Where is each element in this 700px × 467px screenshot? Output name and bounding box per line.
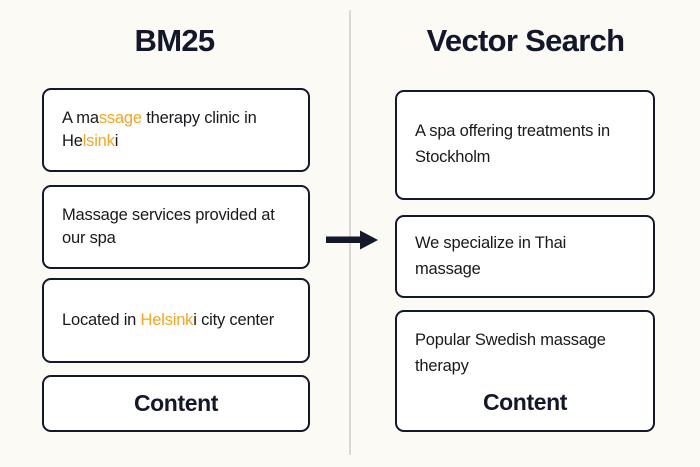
column-divider: [349, 10, 351, 455]
plain-term: Massage services provided at our spa: [62, 206, 275, 247]
vector-result-text-2: We specialize in Thai massage: [397, 231, 653, 282]
bm25-content-card[interactable]: Content: [42, 375, 310, 432]
vector-result-text-1: A spa offering treatments in Stockholm: [397, 119, 653, 170]
right-arrow-icon: [326, 229, 378, 251]
vector-result-card-1[interactable]: A spa offering treatments in Stockholm: [395, 90, 655, 200]
bm25-content-label: Content: [133, 390, 219, 416]
bm25-result-card-1[interactable]: A massage therapy clinic in Helsinki: [42, 88, 310, 172]
bm25-result-text-2: Massage services provided at our spa: [44, 204, 308, 250]
plain-term: A ma: [62, 109, 99, 128]
plain-term: i city center: [193, 311, 275, 330]
plain-term: i: [114, 132, 119, 150]
plain-term: Located in: [62, 311, 141, 330]
highlighted-term: lsink: [82, 132, 115, 150]
highlighted-term: ssage: [98, 109, 142, 128]
bm25-result-card-3[interactable]: Located in Helsinki city center: [42, 278, 310, 363]
vector-content-label: Content: [482, 389, 568, 416]
bm25-result-text-3: Located in Helsinki city center: [44, 309, 308, 332]
vector-result-card-2[interactable]: We specialize in Thai massage: [395, 215, 655, 298]
highlighted-term: Helsink: [140, 311, 194, 330]
plain-term: We specialize in Thai massage: [415, 233, 567, 278]
vector-result-text-3: Popular Swedish massage therapy: [397, 328, 653, 379]
bm25-column-title: BM25: [134, 23, 216, 58]
plain-term: Popular Swedish massage therapy: [415, 330, 606, 375]
vector-search-column-title: Vector Search: [426, 23, 625, 58]
bm25-result-text-1: A massage therapy clinic in Helsinki: [44, 107, 308, 153]
vector-result-card-3[interactable]: Popular Swedish massage therapy Content: [395, 310, 655, 432]
plain-term: A spa offering treatments in Stockholm: [415, 122, 610, 166]
bm25-result-card-2[interactable]: Massage services provided at our spa: [42, 185, 310, 269]
plain-term: therapy clinic in He: [62, 109, 257, 150]
